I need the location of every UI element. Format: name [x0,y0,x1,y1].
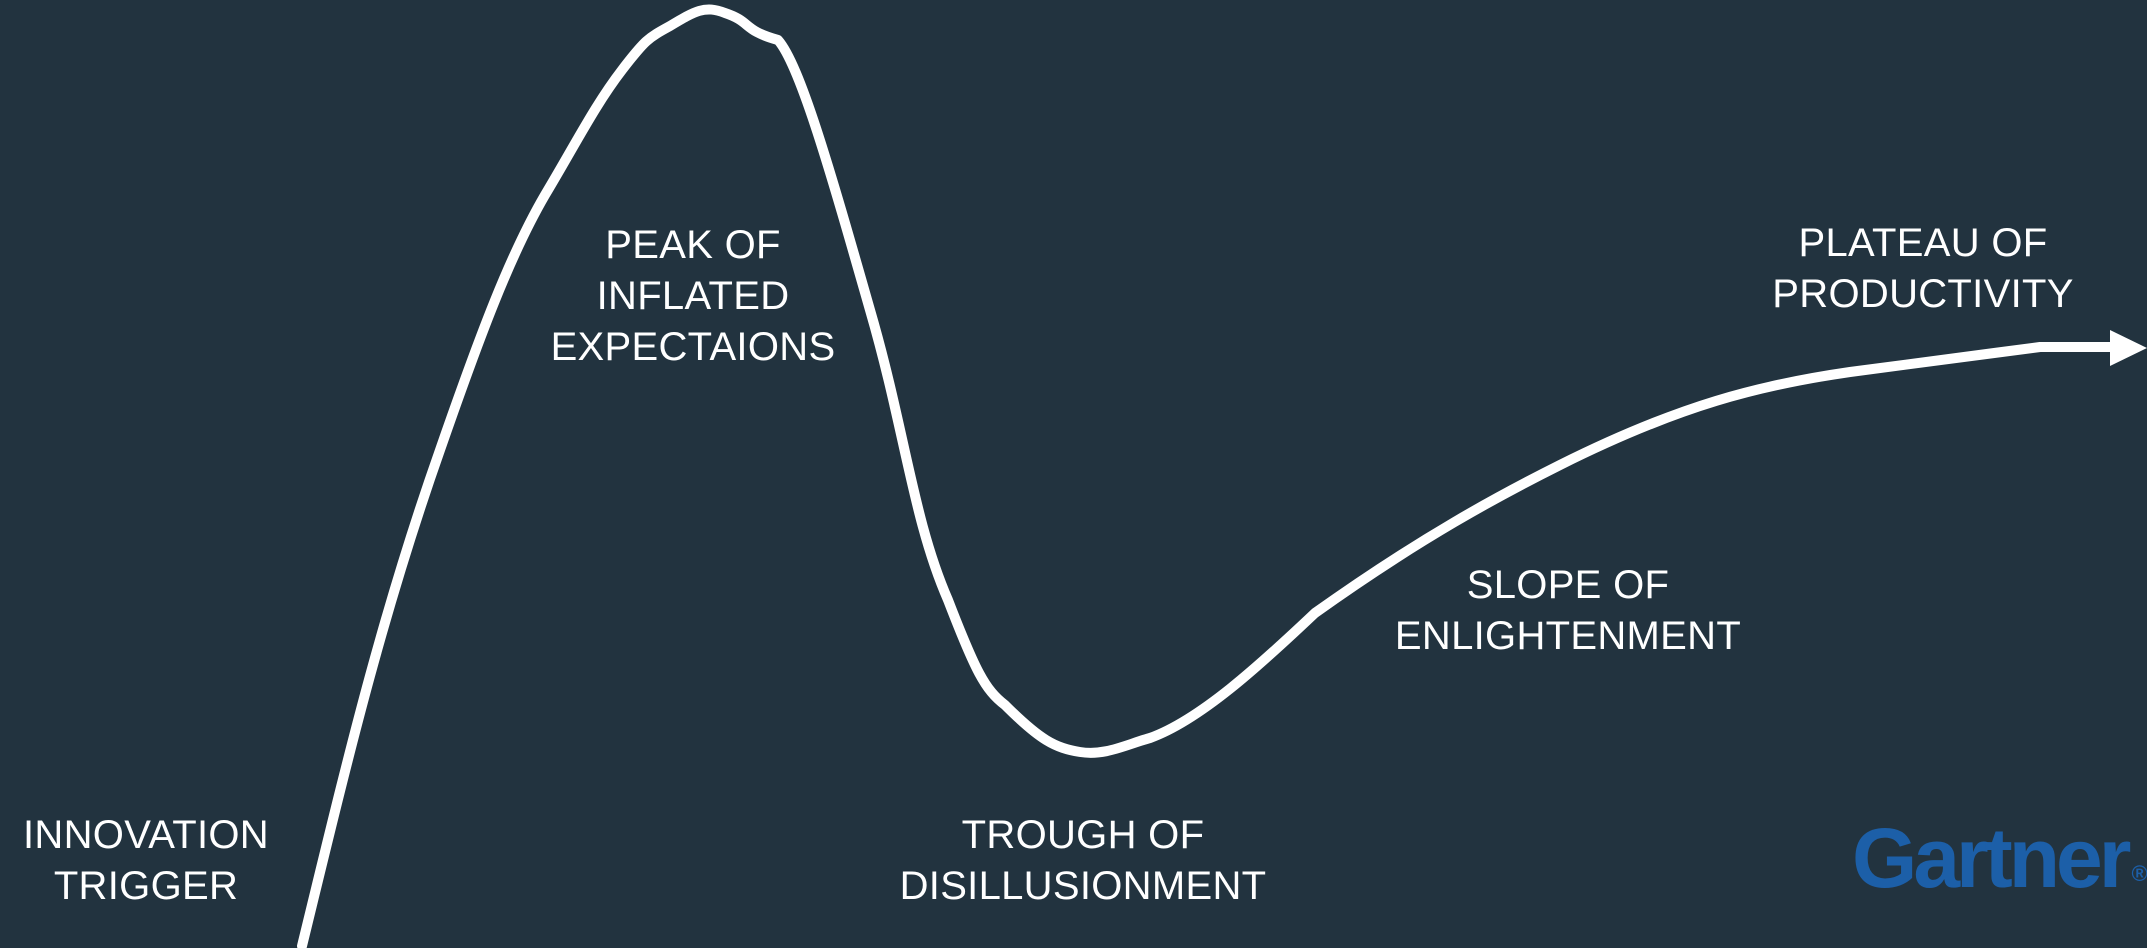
label-peak-of-inflated-expectations: PEAK OF INFLATED EXPECTAIONS [551,220,836,373]
slope-line1: SLOPE OF [1466,563,1670,607]
arrowhead-icon [2110,330,2147,366]
label-trough-of-disillusionment: TROUGH OF DISILLUSIONMENT [900,810,1267,912]
label-innovation-trigger: INNOVATION TRIGGER [23,810,269,912]
plateau-line1: PLATEAU OF [1798,221,2048,265]
innovation-trigger-line1: INNOVATION [23,813,269,857]
peak-line3: EXPECTAIONS [550,325,836,369]
peak-line2: INFLATED [596,274,790,318]
label-slope-of-enlightenment: SLOPE OF ENLIGHTENMENT [1395,560,1741,662]
trough-line2: DISILLUSIONMENT [899,864,1267,908]
gartner-logo: Gartner® [1852,816,2147,916]
innovation-trigger-line2: TRIGGER [53,864,239,908]
plateau-line2: PRODUCTIVITY [1772,272,2074,316]
label-plateau-of-productivity: PLATEAU OF PRODUCTIVITY [1772,218,2073,320]
slope-line2: ENLIGHTENMENT [1394,614,1742,658]
peak-line1: PEAK OF [605,223,781,267]
hype-curve-line [297,4,2123,948]
gartner-logo-text: Gartner [1852,811,2131,905]
trough-line1: TROUGH OF [961,813,1205,857]
registered-mark: ® [2131,861,2147,886]
